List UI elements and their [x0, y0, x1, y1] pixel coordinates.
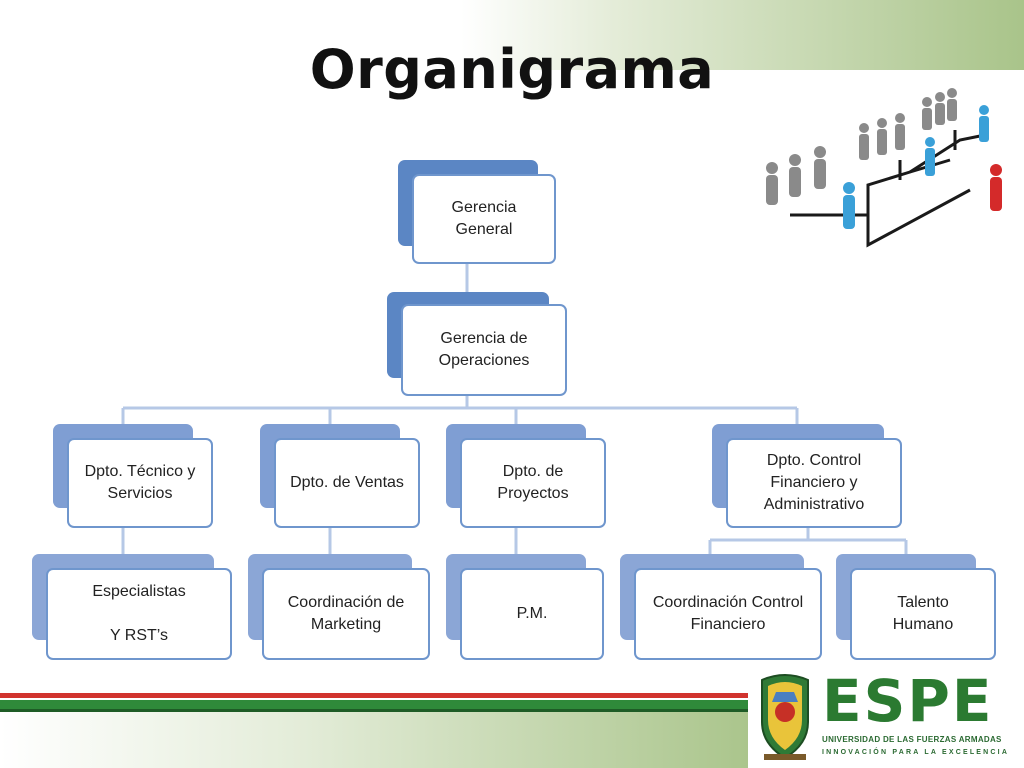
node-label: Coordinación de Marketing: [262, 568, 430, 660]
footer-stripe-dark: [0, 709, 760, 712]
node-gerencia-general: Gerencia General: [398, 160, 556, 266]
logo-wordmark: ESPE: [822, 667, 994, 735]
node-label: Coordinación Control Financiero: [634, 568, 822, 660]
logo-university-name: UNIVERSIDAD DE LAS FUERZAS ARMADAS: [822, 735, 1002, 744]
node-coordinacion-control-financiero: Coordinación Control Financiero: [620, 554, 822, 660]
node-talento-humano: Talento Humano: [836, 554, 996, 660]
people-hierarchy-icon: [766, 88, 1002, 248]
node-label: Talento Humano: [850, 568, 996, 660]
node-coordinacion-marketing: Coordinación de Marketing: [248, 554, 430, 660]
node-label: Gerencia de Operaciones: [401, 304, 567, 396]
slide-title: Organigrama: [309, 38, 715, 101]
node-dpto-ventas: Dpto. de Ventas: [260, 424, 420, 528]
node-label: Dpto. Control Financiero y Administrativ…: [726, 438, 902, 528]
node-label: Especialistas Y RST’s: [46, 568, 232, 660]
node-especialistas: Especialistas Y RST’s: [32, 554, 232, 660]
crest-icon: [761, 674, 809, 760]
node-dpto-proyectos: Dpto. de Proyectos: [446, 424, 606, 528]
node-pm: P.M.: [446, 554, 604, 660]
node-dpto-tecnico: Dpto. Técnico y Servicios: [53, 424, 213, 528]
node-gerencia-operaciones: Gerencia de Operaciones: [387, 292, 567, 398]
node-label: Dpto. de Proyectos: [460, 438, 606, 528]
node-label: P.M.: [460, 568, 604, 660]
node-label: Dpto. Técnico y Servicios: [67, 438, 213, 528]
node-dpto-control-financiero: Dpto. Control Financiero y Administrativ…: [712, 424, 902, 528]
logo-tagline: INNOVACIÓN PARA LA EXCELENCIA: [822, 749, 1010, 756]
node-label: Gerencia General: [412, 174, 556, 264]
footer-stripe-red: [0, 693, 760, 698]
footer-stripe-green: [0, 700, 760, 709]
header-band: [0, 0, 1024, 70]
node-label: Dpto. de Ventas: [274, 438, 420, 528]
footer-band: [0, 712, 760, 768]
